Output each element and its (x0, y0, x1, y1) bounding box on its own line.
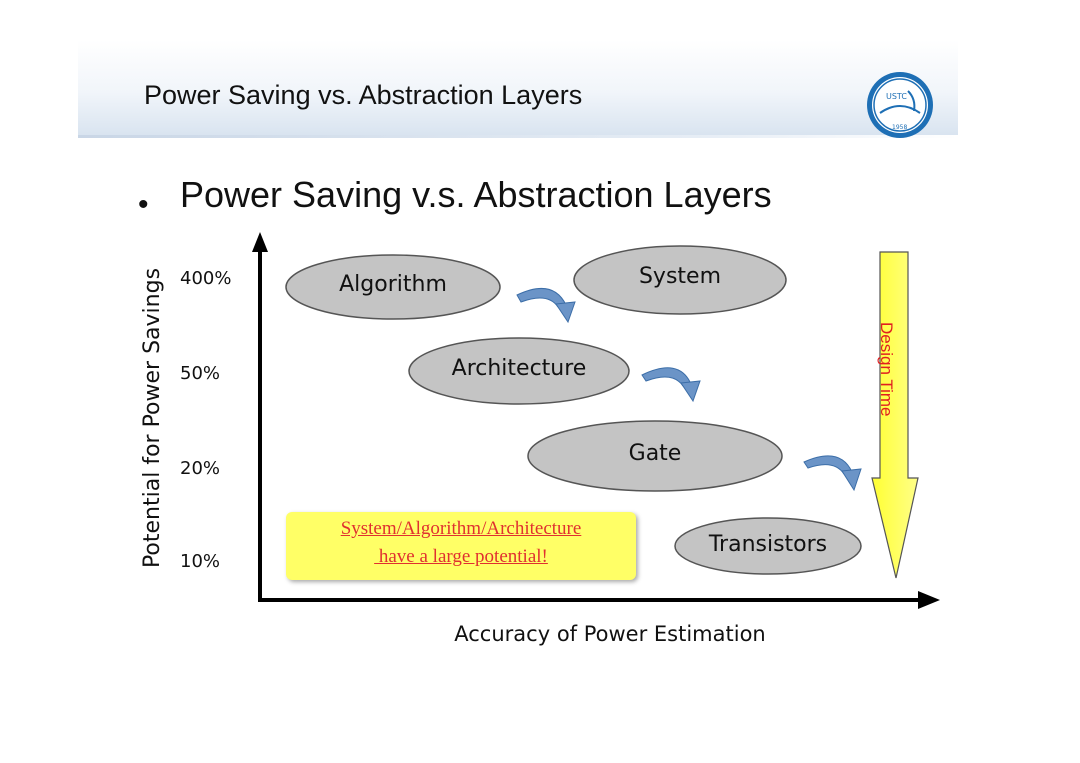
y-tick-10: 10% (180, 551, 221, 572)
label-transistors: Transistors (708, 532, 828, 557)
curved-arrow-3 (803, 455, 862, 492)
ellipse-gate (527, 420, 783, 492)
header-band (78, 40, 958, 138)
x-axis-arrowhead (918, 591, 940, 609)
curved-arrow-2 (641, 367, 701, 403)
ellipse-system (573, 245, 787, 315)
ustc-logo: USTC 1958 (867, 72, 933, 138)
note-line-1: System/Algorithm/Architecture (340, 518, 582, 539)
label-architecture: Architecture (451, 356, 587, 381)
label-algorithm: Algorithm (339, 272, 447, 297)
logo-year: 1958 (892, 124, 907, 131)
x-axis-label: Accuracy of Power Estimation (454, 622, 766, 646)
label-gate: Gate (628, 441, 682, 466)
bullet-heading: Power Saving v.s. Abstraction Layers (180, 174, 772, 215)
y-tick-20: 20% (180, 458, 221, 479)
design-time-arrow (871, 251, 919, 579)
design-time-label: Design Time (877, 322, 896, 417)
note-box: System/Algorithm/Architecture have a lar… (286, 512, 636, 580)
bullet-dot: • (138, 188, 149, 221)
ellipse-architecture (408, 337, 630, 405)
ellipse-algorithm (285, 254, 501, 320)
y-axis-label: Potential for Power Savings (140, 267, 165, 569)
y-tick-400: 400% (180, 268, 232, 289)
label-system: System (638, 264, 722, 289)
curved-arrow-1 (516, 287, 576, 324)
logo-text: USTC (886, 92, 907, 101)
page-title: Power Saving vs. Abstraction Layers (144, 80, 583, 110)
ellipse-transistors (674, 517, 862, 575)
y-tick-50: 50% (180, 363, 221, 384)
note-line-2: have a large potential! (374, 546, 548, 567)
y-axis-arrowhead (252, 232, 268, 252)
